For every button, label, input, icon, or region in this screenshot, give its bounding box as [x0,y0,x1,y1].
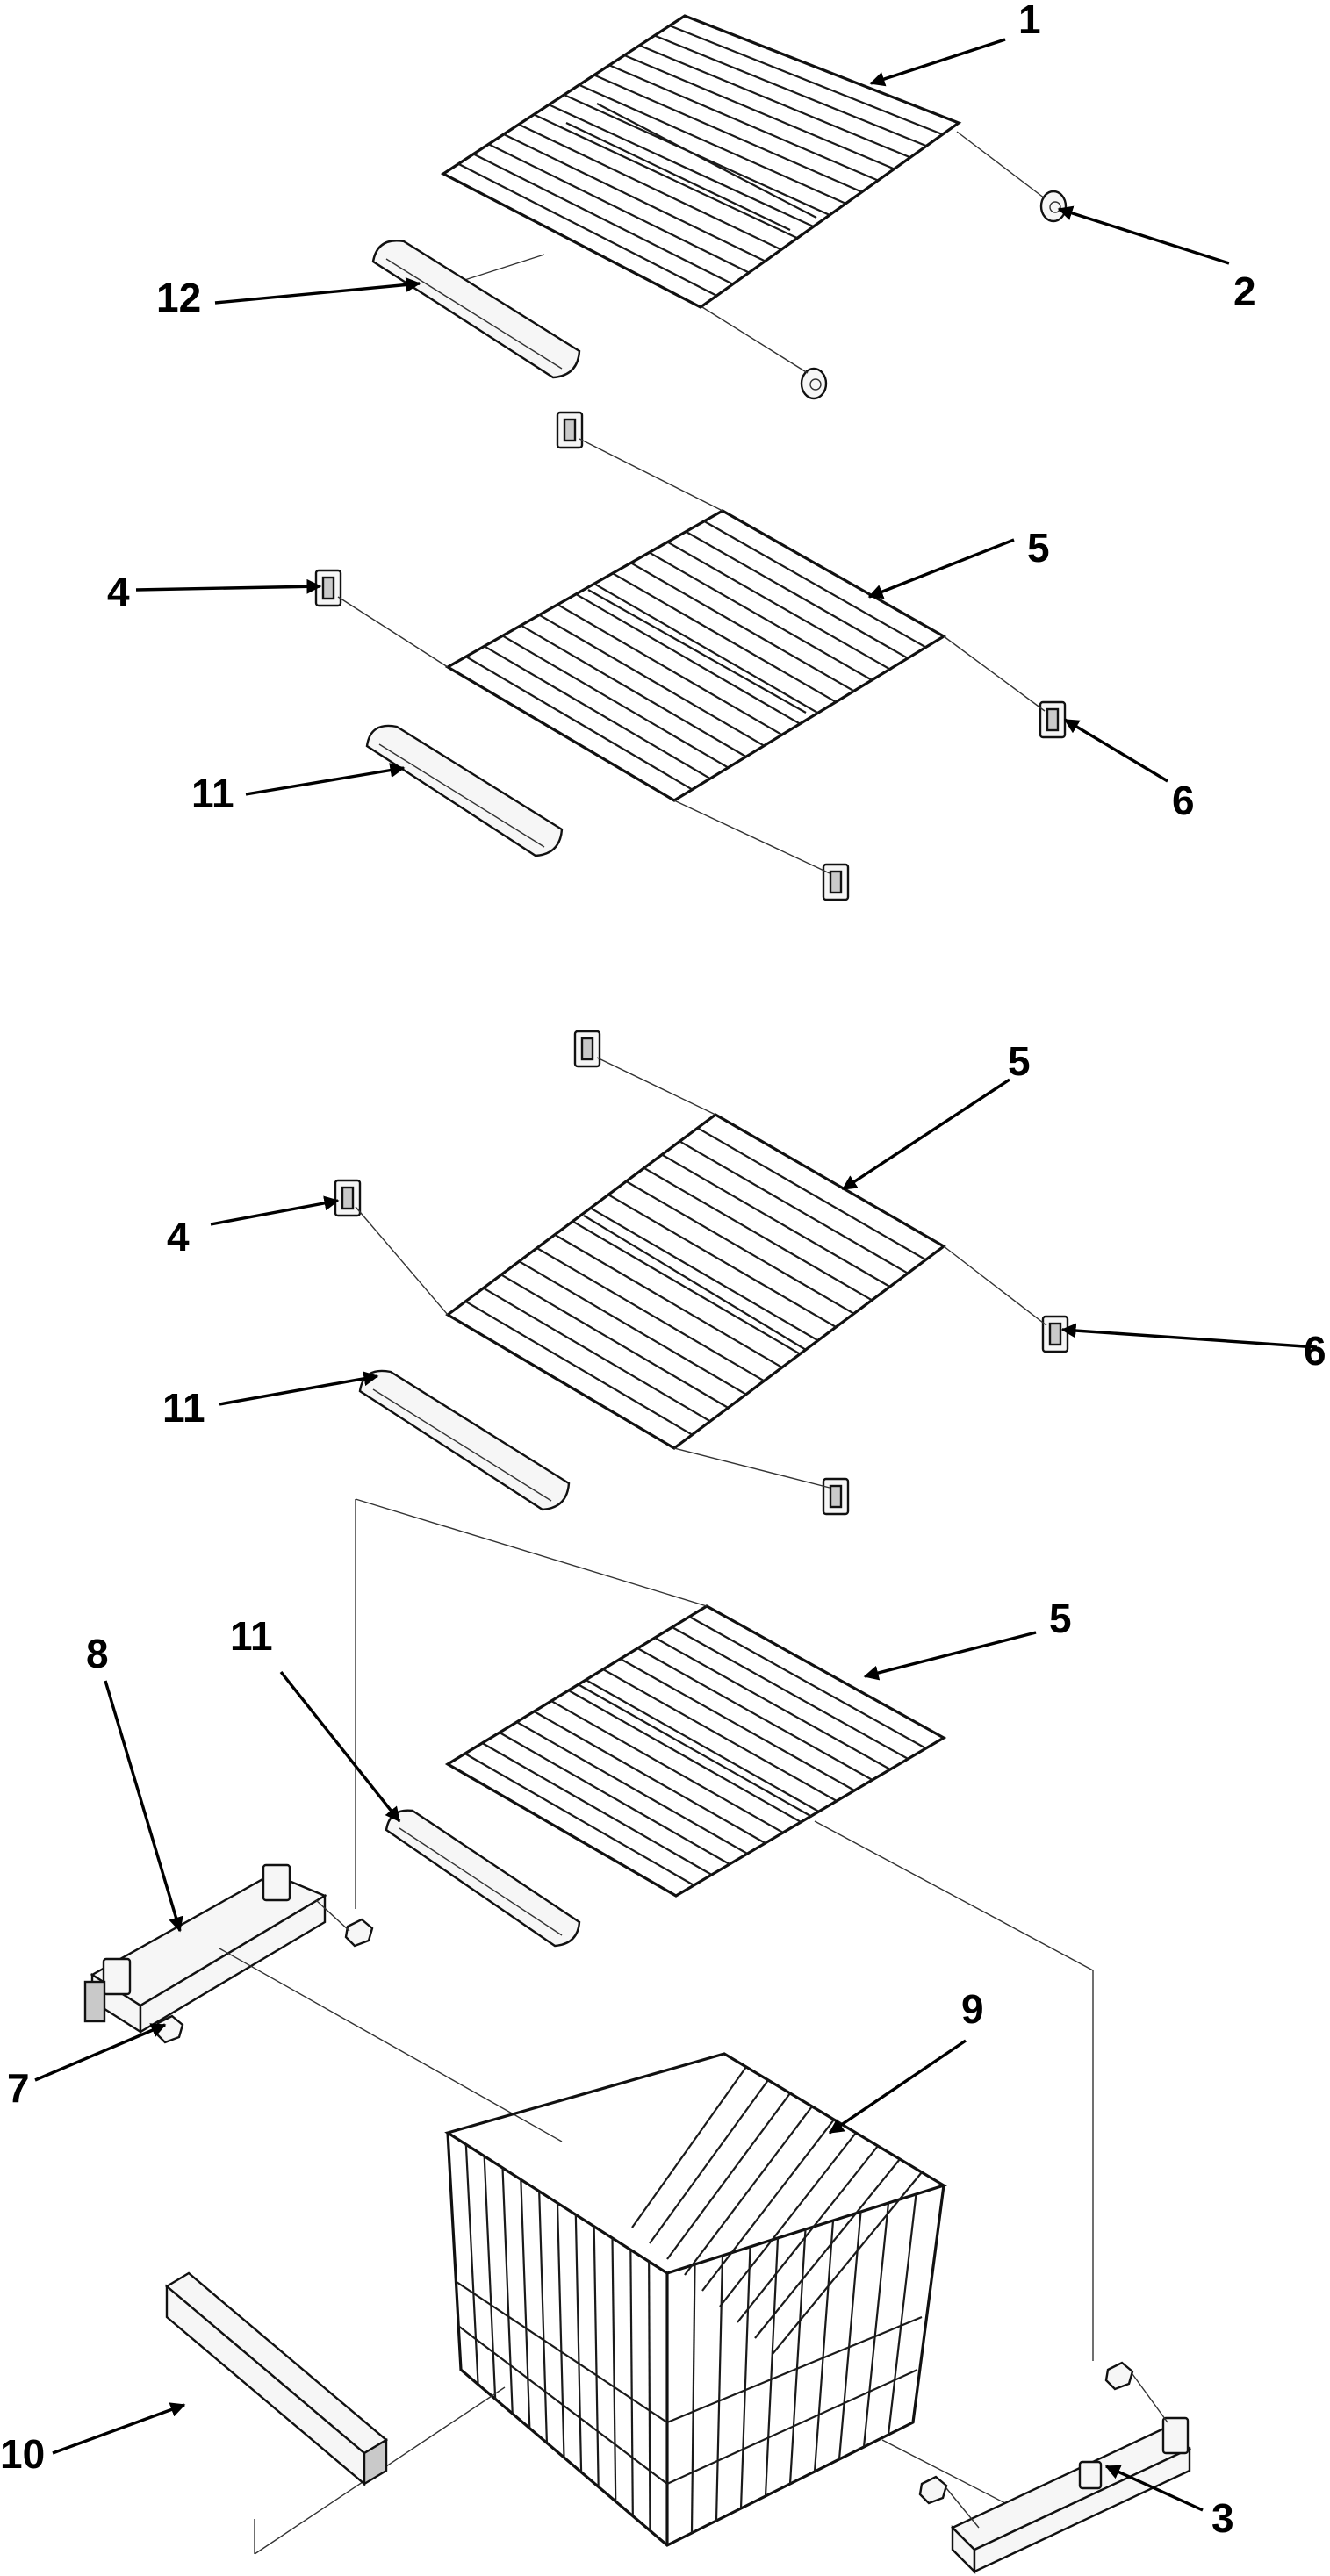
shelf-front-trim-4 [385,1809,581,1948]
callout-7: 7 [7,2065,30,2111]
shelf-front-trim-top [371,240,581,379]
shelf-front-trim-3 [358,1369,571,1511]
rail-screw-upper [344,1918,374,1948]
callout-11c: 11 [230,1613,273,1659]
callout-6a: 6 [1172,778,1195,823]
shelf-bracket-left-2 [314,569,342,607]
rail-screw-right-upper [1104,2361,1134,2391]
shelf-bracket-front-right-3 [822,1477,850,1516]
callout-1: 1 [1018,0,1041,42]
wire-shelf-upper-middle [444,509,947,802]
wire-shelf-lower-middle [445,1113,946,1450]
callout-9: 9 [961,1986,984,2032]
callout-3: 3 [1211,2495,1234,2541]
callout-5b: 5 [1008,1038,1031,1084]
callout-12: 12 [156,275,201,320]
shelf-support-bracket-left [800,367,828,400]
shelf-bracket-right-3 [1041,1315,1069,1353]
shelf-bracket-left-3 [334,1179,362,1217]
wire-shelf-top [440,14,962,309]
callout-8: 8 [86,1631,109,1676]
callout-11b: 11 [162,1385,205,1431]
shelf-bracket-front-right-2 [822,863,850,901]
callout-2: 2 [1233,269,1256,314]
basket-front-trim [164,2271,389,2486]
wire-shelf-bottom [444,1604,947,1898]
callout-4a: 4 [107,569,130,614]
callout-10: 10 [0,2431,45,2477]
callout-4b: 4 [167,1214,190,1259]
callout-6b: 6 [1304,1328,1326,1374]
callout-11a: 11 [191,771,234,816]
rail-screw-right-lower [918,2475,948,2505]
shelf-front-trim-2 [365,724,564,857]
shelf-bracket-rear-left-3 [573,1030,601,1068]
shelf-bracket-right-2 [1039,700,1067,739]
wire-freezer-basket [444,2052,947,2547]
leader-lines [34,38,1318,2512]
callout-5a: 5 [1027,525,1050,570]
callout-5c: 5 [1049,1596,1072,1641]
shelf-support-bracket-right [1039,190,1068,223]
shelf-bracket-rear-left-2 [556,411,584,449]
basket-slide-rail-left [83,1863,327,2034]
